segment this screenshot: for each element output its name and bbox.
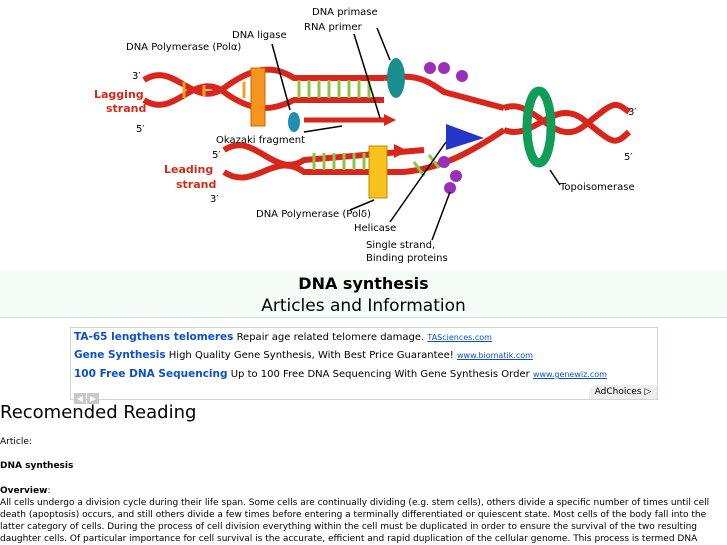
ad-url[interactable]: www.biomatik.com (457, 351, 533, 360)
ssb-bottom (438, 156, 462, 194)
overview-label: Overview (0, 486, 48, 496)
label-pol-alpha: DNA Polymerase (Polα) (126, 42, 241, 53)
ad-description: Up to 100 Free DNA Sequencing With Gene … (230, 369, 530, 380)
page-title: DNA synthesis (298, 274, 429, 293)
ad-url[interactable]: TASciences.com (427, 333, 492, 342)
label-right-5prime: 5′ (624, 152, 633, 163)
label-pol-delta: DNA Polymerase (Polδ) (256, 209, 371, 220)
label-leading-5prime: 5′ (212, 150, 221, 161)
label-ssb-1: Single strand, (366, 240, 435, 251)
overview-line: Overview: (0, 486, 51, 496)
ad-item[interactable]: 100 Free DNA Sequencing Up to 100 Free D… (74, 368, 607, 380)
dna-replication-diagram: DNA primase RNA primer DNA ligase DNA Po… (84, 0, 642, 271)
topoisomerase-ring (522, 86, 556, 168)
label-leading-strand: strand (176, 178, 216, 191)
polymerase-delta-block (368, 145, 388, 199)
label-helicase: Helicase (354, 223, 396, 234)
ligase-shape (288, 112, 300, 132)
ad-headline[interactable]: TA-65 lengthens telomeres (74, 331, 234, 343)
adchoices-label: AdChoices (594, 387, 642, 397)
leading-strand-helix (222, 127, 506, 181)
polymerase-alpha-block (250, 67, 266, 127)
section-heading: Recomended Reading (0, 402, 197, 423)
page-subtitle: Articles and Information (261, 296, 466, 316)
label-dna-ligase: DNA ligase (232, 30, 287, 41)
label-lagging-3prime: 3′ (132, 71, 141, 82)
label-okazaki: Okazaki fragment (216, 135, 305, 146)
article-title: DNA synthesis (0, 461, 74, 471)
label-dna-primase: DNA primase (312, 7, 378, 18)
ad-headline[interactable]: Gene Synthesis (74, 349, 166, 361)
ad-unit: TA-65 lengthens telomeres Repair age rel… (70, 327, 658, 404)
recommended-reading: Recomended Reading Article: DNA synthesi… (0, 402, 727, 545)
ad-url[interactable]: www.genewiz.com (532, 370, 607, 379)
ad-description: High Quality Gene Synthesis, With Best P… (168, 350, 454, 361)
chevron-right-icon[interactable]: ▶ (87, 393, 99, 404)
label-lagging-strand: strand (106, 102, 146, 115)
play-triangle-icon: ▷ (644, 387, 652, 397)
label-lagging-5prime: 5′ (136, 124, 145, 135)
label-leading-3prime: 3′ (210, 194, 219, 205)
label-ssb-2: Binding proteins (366, 253, 448, 264)
primase-shape (387, 58, 405, 98)
ad-item[interactable]: TA-65 lengthens telomeres Repair age rel… (74, 331, 492, 343)
label-right-3prime: 3′ (628, 107, 637, 118)
ad-pager: ◀▶ (74, 386, 100, 405)
label-leading: Leading (164, 163, 213, 176)
ad-description: Repair age related telomere damage. (236, 332, 425, 343)
ad-item[interactable]: Gene Synthesis High Quality Gene Synthes… (74, 349, 533, 361)
chevron-left-icon[interactable]: ◀ (74, 393, 86, 404)
article-body: All cells undergo a division cycle durin… (0, 498, 710, 544)
label-rna-primer: RNA primer (304, 22, 363, 33)
replication-fork-illustration: DNA primase RNA primer DNA ligase DNA Po… (94, 7, 637, 264)
article-label: Article: (0, 437, 32, 447)
adchoices-button[interactable]: AdChoices ▷ (589, 385, 657, 399)
ad-headline[interactable]: 100 Free DNA Sequencing (74, 368, 228, 380)
page-header: DNA synthesis Articles and Information (0, 271, 727, 318)
ssb-top (424, 62, 468, 82)
label-lagging: Lagging (94, 88, 144, 101)
label-topoisomerase: Topoisomerase (559, 182, 635, 193)
helicase-shape (446, 124, 484, 150)
lagging-strand-helix (142, 66, 505, 126)
